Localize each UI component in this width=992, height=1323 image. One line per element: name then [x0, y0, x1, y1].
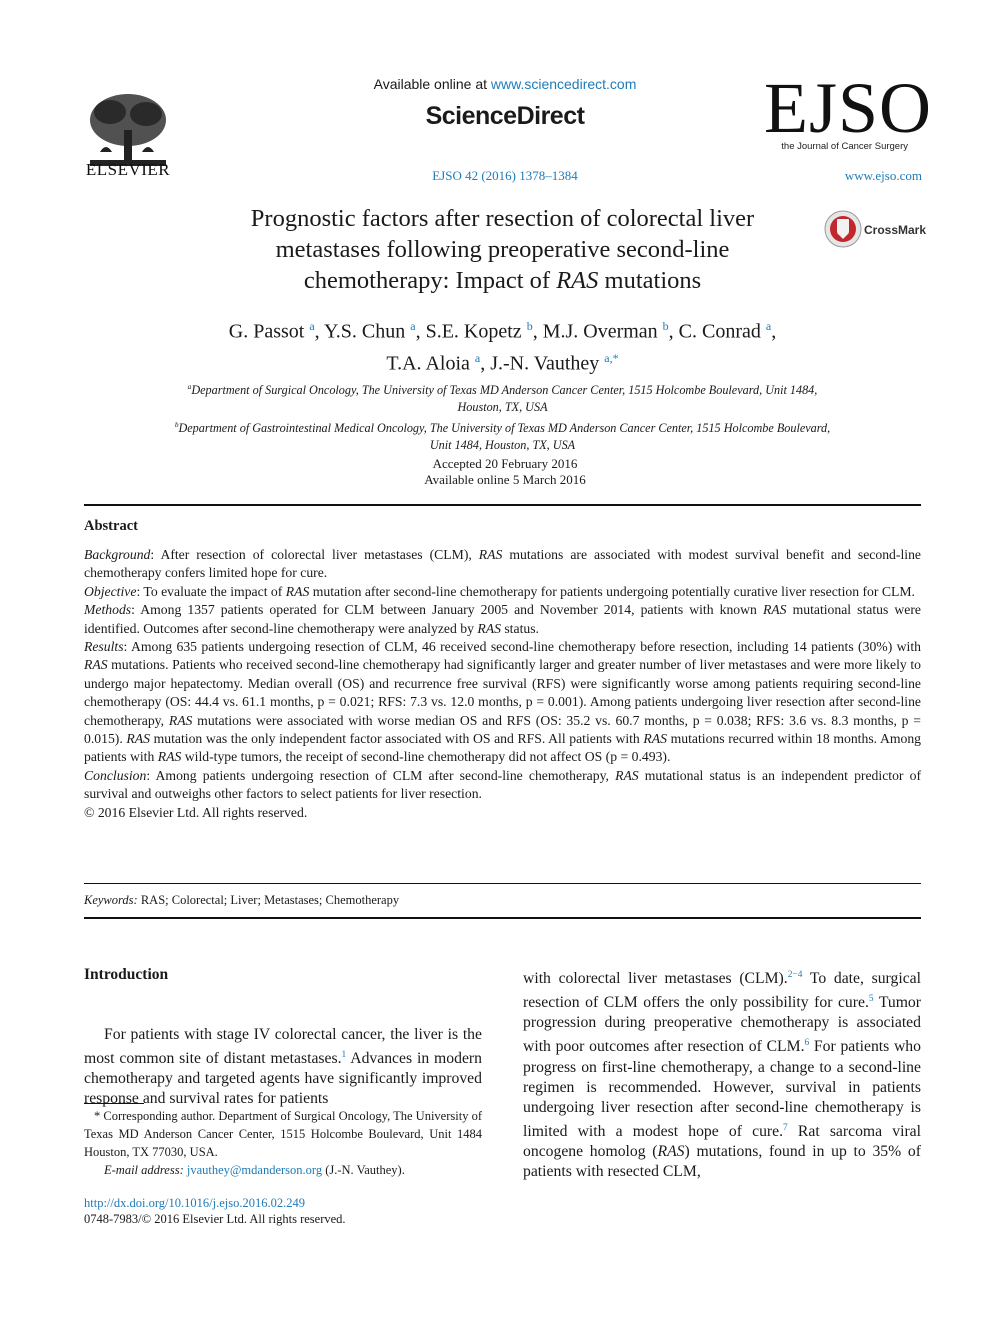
affiliations: aDepartment of Surgical Oncology, The Un… — [170, 378, 835, 454]
intro-column-left: For patients with stage IV colorectal ca… — [84, 1026, 482, 1108]
author-affil-marker[interactable]: b — [526, 319, 533, 333]
introduction-heading: Introduction — [84, 966, 169, 983]
available-online-line: Available online at www.sciencedirect.co… — [373, 76, 637, 92]
accepted-date: Accepted 20 February 2016 — [432, 456, 578, 471]
author-affil-marker[interactable]: a — [474, 350, 481, 365]
ejso-logo: EJSO — [764, 68, 933, 148]
doi-link[interactable]: http://dx.doi.org/10.1016/j.ejso.2016.02… — [84, 1196, 305, 1210]
author-list: G. Passot a, Y.S. Chun a, S.E. Kopetz b,… — [228, 319, 777, 375]
crossmark-icon[interactable] — [824, 210, 862, 248]
crossmark-label[interactable]: CrossMark — [864, 223, 927, 237]
elsevier-tree-logo-icon — [80, 90, 176, 170]
author-name: S.E. Kopetz — [425, 320, 522, 343]
body-divider — [84, 917, 921, 919]
reference-link[interactable]: 1 — [341, 1050, 347, 1060]
abstract-copyright: © 2016 Elsevier Ltd. All rights reserved… — [84, 804, 308, 820]
sciencedirect-link[interactable]: www.sciencedirect.com — [490, 76, 637, 92]
abstract-results: Results: Among 635 patients undergoing r… — [84, 639, 922, 765]
abstract-background: Background: After resection of colorecta… — [84, 547, 921, 581]
affiliation-a: aDepartment of Surgical Oncology, The Un… — [187, 382, 818, 415]
article-title: Prognostic factors after resection of co… — [250, 205, 755, 294]
keywords-divider — [84, 883, 921, 884]
keywords: Keywords: RAS; Colorectal; Liver; Metast… — [84, 893, 400, 907]
sciencedirect-logo: ScienceDirect — [425, 102, 585, 130]
author-affil-marker[interactable]: a — [765, 319, 772, 333]
reference-link[interactable]: 7 — [783, 1122, 788, 1133]
top-divider — [84, 504, 921, 506]
abstract-body: Background: After resection of colorecta… — [84, 546, 921, 822]
footnote-divider — [84, 1103, 144, 1104]
reference-link[interactable]: 5 — [868, 994, 874, 1005]
author-name: J.-N. Vauthey — [490, 352, 600, 375]
author-affil-marker[interactable]: a — [309, 319, 315, 333]
abstract-conclusion: Conclusion: Among patients undergoing re… — [84, 767, 921, 802]
affiliation-b: bDepartment of Gastrointestinal Medical … — [174, 420, 831, 453]
article-dates: Accepted 20 February 2016 Available onli… — [340, 456, 670, 488]
author-name: G. Passot — [228, 320, 305, 343]
reference-link[interactable]: 6 — [804, 1038, 810, 1049]
author-affil-marker[interactable]: a — [410, 319, 416, 333]
author-name: C. Conrad — [678, 320, 761, 343]
abstract-heading: Abstract — [84, 518, 138, 534]
abstract-methods: Methods: Among 1357 patients operated fo… — [84, 602, 922, 636]
abstract-objective: Objective: To evaluate the impact of RAS… — [84, 583, 915, 599]
issn-copyright: 0748-7983/© 2016 Elsevier Ltd. All right… — [84, 1212, 346, 1226]
author-name: Y.S. Chun — [323, 320, 406, 343]
journal-citation-link[interactable]: EJSO 42 (2016) 1378–1384 — [432, 168, 578, 183]
intro-column-right: with colorectal liver metastases (CLM).2… — [523, 970, 921, 1180]
journal-url-link[interactable]: www.ejso.com — [844, 168, 922, 183]
author-name: M.J. Overman — [542, 320, 658, 343]
corresponding-author-footnote: * Corresponding author. Department of Su… — [84, 1109, 482, 1177]
author-name: T.A. Aloia — [386, 352, 470, 375]
reference-link[interactable]: 2−4 — [787, 970, 803, 980]
author-affil-marker[interactable]: a,* — [604, 350, 619, 365]
publisher-name: ELSEVIER — [85, 160, 171, 179]
author-email-link[interactable]: jvauthey@mdanderson.org — [186, 1163, 323, 1177]
available-online-date: Available online 5 March 2016 — [424, 472, 586, 487]
author-affil-marker[interactable]: b — [662, 319, 669, 333]
journal-subtitle: the Journal of Cancer Surgery — [781, 141, 908, 152]
